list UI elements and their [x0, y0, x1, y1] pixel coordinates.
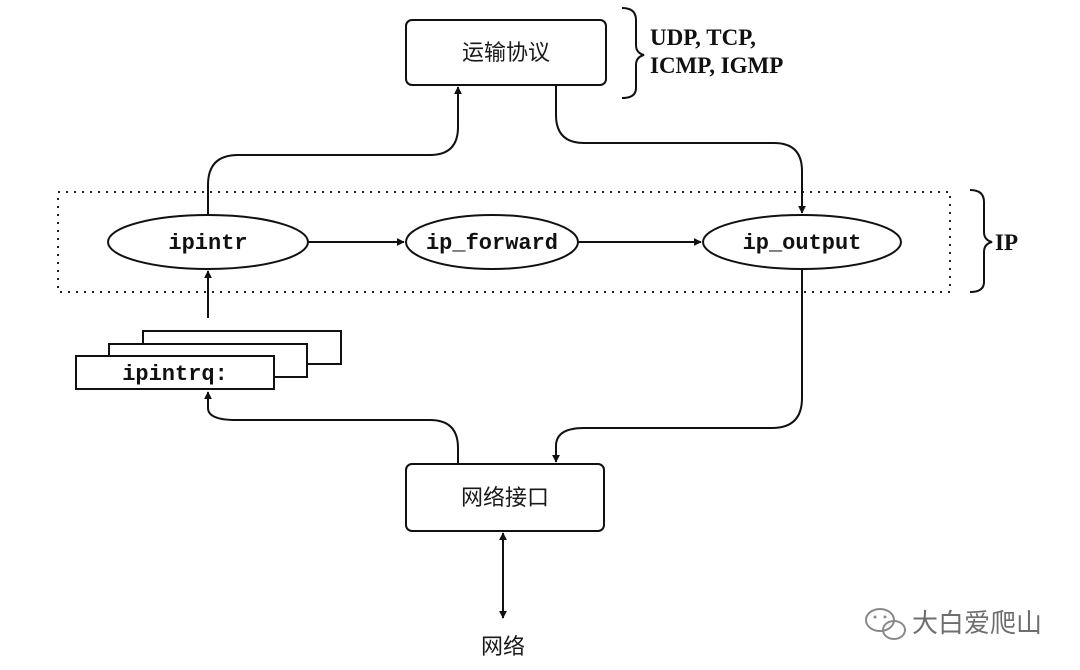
ipintrq-label: ipintrq:: [122, 362, 228, 387]
network-interface-label: 网络接口: [461, 486, 549, 511]
transport-protocol-box: [405, 19, 607, 86]
ipintr-label: ipintr: [168, 231, 247, 256]
ip-output-label: ip_output: [743, 231, 862, 256]
transport-brace: [621, 7, 645, 99]
wechat-icon: [865, 608, 906, 640]
ip-brace: [969, 189, 993, 293]
transport-protocols-line2: ICMP, IGMP: [650, 53, 783, 78]
arrow-transport-to-ip-output: [555, 85, 806, 214]
network-label: 网络: [481, 635, 525, 660]
arrow-ip-output-to-netif: [552, 269, 803, 463]
transport-protocols-line1: UDP, TCP,: [650, 25, 756, 50]
ipintrq-queue-front: [75, 355, 275, 390]
network-interface-box: [405, 463, 605, 532]
watermark: 大白爱爬山: [865, 608, 1042, 640]
watermark-text: 大白爱爬山: [912, 609, 1042, 639]
transport-protocol-label: 运输协议: [462, 41, 550, 66]
arrow-netif-to-ipintrq: [204, 391, 459, 464]
ip-label: IP: [995, 230, 1018, 255]
arrow-ipintr-to-transport: [207, 86, 462, 215]
ip-forward-label: ip_forward: [426, 231, 558, 256]
